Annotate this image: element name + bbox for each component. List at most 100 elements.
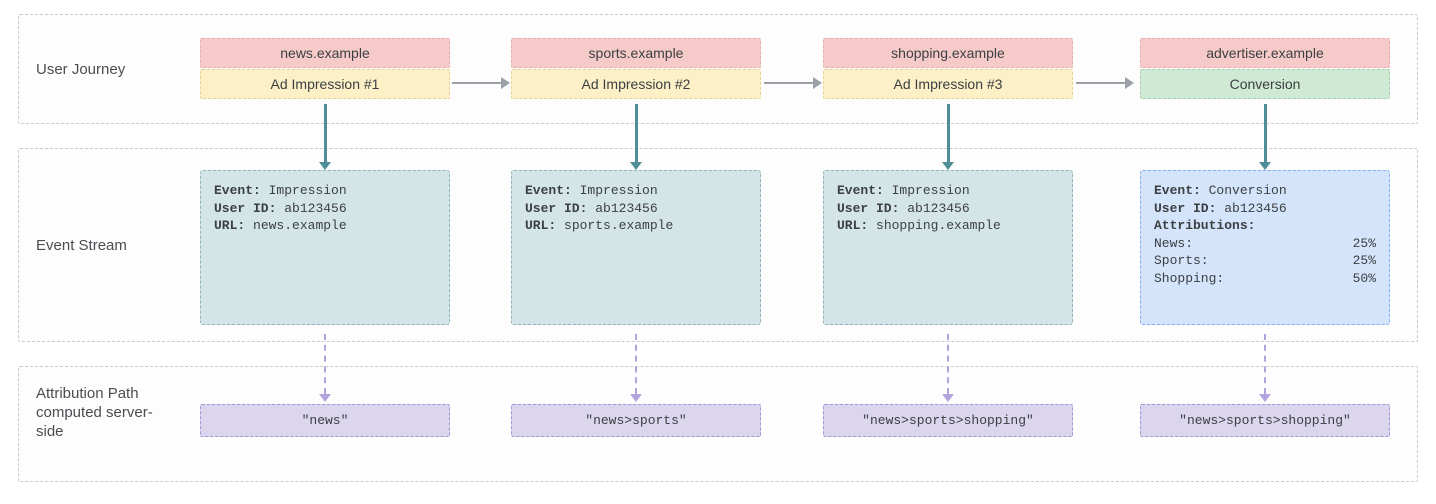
event-line: Event: Impression <box>837 182 1059 200</box>
arrow-head <box>319 162 331 170</box>
event-value: Impression <box>891 183 970 198</box>
arrow-head <box>942 162 954 170</box>
event-line: URL: news.example <box>214 217 436 235</box>
event-value: Impression <box>579 183 658 198</box>
event-line: User ID: ab123456 <box>1154 200 1376 218</box>
site-label: sports.example <box>511 38 761 68</box>
event-key: Event: <box>525 183 572 198</box>
event-line: Event: Impression <box>214 182 436 200</box>
url-key: URL: <box>214 218 246 233</box>
url-value: news.example <box>253 218 347 233</box>
down-arrow-icon <box>1259 104 1271 170</box>
attribution-row: News: 25% <box>1154 235 1376 253</box>
down-arrow-icon <box>319 104 331 170</box>
event-value: Impression <box>268 183 347 198</box>
event-card-impression-1: Event: Impression User ID: ab123456 URL:… <box>200 170 450 325</box>
attributions-key: Attributions: <box>1154 218 1256 233</box>
user-id-key: User ID: <box>214 200 277 216</box>
path-box-1: "news" <box>200 404 450 437</box>
down-arrow-icon <box>630 104 642 170</box>
ad-impression-label: Ad Impression #3 <box>823 69 1073 99</box>
journey-node-shopping: shopping.example Ad Impression #3 <box>823 38 1073 99</box>
attribution-percent: 50% <box>1352 270 1376 286</box>
arrow-line <box>764 82 813 84</box>
arrow-head <box>942 394 954 402</box>
attribution-percent: 25% <box>1352 253 1376 268</box>
url-key: URL: <box>837 218 869 233</box>
right-arrow-icon <box>1076 77 1134 89</box>
attribution-name: News: <box>1154 235 1194 251</box>
site-label: advertiser.example <box>1140 38 1390 68</box>
event-line: User ID: ab123456 <box>837 200 1059 218</box>
right-arrow-icon <box>452 77 510 89</box>
dashed-down-arrow-icon <box>630 334 642 402</box>
path-box-2: "news>sports" <box>511 404 761 437</box>
right-arrow-icon <box>764 77 822 89</box>
arrow-head <box>813 77 822 89</box>
arrow-line <box>1263 104 1267 162</box>
arrow-head <box>630 394 642 402</box>
arrow-line <box>946 104 950 162</box>
arrow-head <box>1125 77 1134 89</box>
user-journey-label: User Journey <box>36 61 126 78</box>
event-value: Conversion <box>1208 183 1287 198</box>
user-id-value: ab123456 <box>595 200 658 216</box>
arrow-line <box>1076 82 1125 84</box>
site-label: news.example <box>200 38 450 68</box>
url-value: sports.example <box>564 218 674 233</box>
event-line: Attributions: <box>1154 217 1376 235</box>
event-card-impression-2: Event: Impression User ID: ab123456 URL:… <box>511 170 761 325</box>
event-key: Event: <box>837 183 884 198</box>
event-card-conversion: Event: Conversion User ID: ab123456 Attr… <box>1140 170 1390 325</box>
arrow-line <box>1264 334 1266 394</box>
journey-node-sports: sports.example Ad Impression #2 <box>511 38 761 99</box>
event-line: Event: Conversion <box>1154 182 1376 200</box>
attribution-name: Sports: <box>1154 253 1209 268</box>
arrow-head <box>319 394 331 402</box>
site-label: shopping.example <box>823 38 1073 68</box>
path-box-3: "news>sports>shopping" <box>823 404 1073 437</box>
arrow-line <box>634 104 638 162</box>
arrow-head <box>1259 394 1271 402</box>
arrow-line <box>324 334 326 394</box>
user-id-value: ab123456 <box>284 200 347 216</box>
event-line: User ID: ab123456 <box>214 200 436 218</box>
url-value: shopping.example <box>876 218 1001 233</box>
user-id-key: User ID: <box>525 200 588 216</box>
conversion-label: Conversion <box>1140 69 1390 99</box>
arrow-head <box>501 77 510 89</box>
dashed-down-arrow-icon <box>1259 334 1271 402</box>
attribution-path-label: Attribution Path computed server-side <box>36 385 153 440</box>
arrow-line <box>635 334 637 394</box>
dashed-down-arrow-icon <box>942 334 954 402</box>
dashed-down-arrow-icon <box>319 334 331 402</box>
user-id-value: ab123456 <box>907 200 970 216</box>
user-id-key: User ID: <box>837 200 900 216</box>
event-key: Event: <box>1154 183 1201 198</box>
down-arrow-icon <box>942 104 954 170</box>
arrow-line <box>947 334 949 394</box>
arrow-head <box>630 162 642 170</box>
user-id-key: User ID: <box>1154 200 1217 216</box>
attribution-row: Shopping: 50% <box>1154 270 1376 288</box>
journey-node-advertiser: advertiser.example Conversion <box>1140 38 1390 99</box>
event-line: URL: shopping.example <box>837 217 1059 235</box>
event-stream-label: Event Stream <box>36 237 127 254</box>
url-key: URL: <box>525 218 557 233</box>
path-box-4: "news>sports>shopping" <box>1140 404 1390 437</box>
user-id-value: ab123456 <box>1224 200 1287 216</box>
arrow-line <box>452 82 501 84</box>
event-card-impression-3: Event: Impression User ID: ab123456 URL:… <box>823 170 1073 325</box>
arrow-line <box>323 104 327 162</box>
attribution-name: Shopping: <box>1154 270 1225 286</box>
attribution-row: Sports: 25% <box>1154 252 1376 270</box>
event-key: Event: <box>214 183 261 198</box>
event-line: User ID: ab123456 <box>525 200 747 218</box>
event-line: URL: sports.example <box>525 217 747 235</box>
arrow-head <box>1259 162 1271 170</box>
ad-impression-label: Ad Impression #1 <box>200 69 450 99</box>
event-line: Event: Impression <box>525 182 747 200</box>
attribution-percent: 25% <box>1352 235 1376 251</box>
ad-impression-label: Ad Impression #2 <box>511 69 761 99</box>
